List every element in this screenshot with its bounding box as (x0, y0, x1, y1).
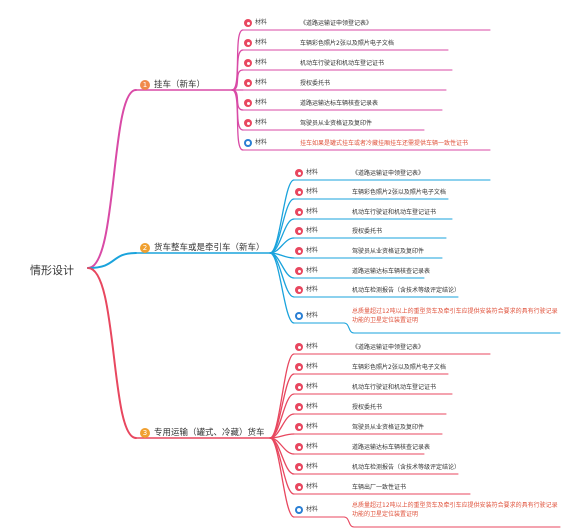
material-tag: 材料 (306, 312, 319, 319)
material-item[interactable]: 机动车行驶证和机动车登记证书 (300, 60, 385, 67)
material-item[interactable]: 道路运输达标车辆核查记录表 (352, 444, 431, 451)
material-tag: 材料 (255, 39, 268, 46)
material-icon (295, 188, 303, 196)
material-icon (295, 483, 303, 491)
material-tag: 材料 (255, 59, 268, 66)
material-item[interactable]: 车辆彩色照片2张以及照片电子文档 (352, 189, 446, 196)
text-underline (343, 516, 561, 528)
leaf-connector (231, 89, 244, 151)
material-icon (244, 99, 252, 107)
material-tag: 材料 (306, 267, 319, 274)
material-item[interactable]: 驾驶员从业资格证及复印件 (352, 248, 425, 255)
branch-3[interactable]: 3 专用运输（罐式、冷藏）货车 (140, 426, 265, 438)
material-icon (295, 383, 303, 391)
material-item[interactable]: 《道路运输证申领登记表》 (300, 20, 373, 27)
material-item[interactable]: 车辆彩色照片2张以及照片电子文档 (352, 364, 446, 371)
leaf-connector (269, 252, 295, 324)
material-icon (244, 79, 252, 87)
material-tag: 材料 (306, 208, 319, 215)
branch-number-icon: 2 (140, 242, 150, 253)
material-icon (295, 169, 303, 177)
leaf-connector (269, 179, 295, 254)
material-icon (244, 59, 252, 67)
material-tag: 材料 (306, 188, 319, 195)
root-node[interactable]: 情形设计 (30, 264, 74, 277)
material-tag: 材料 (255, 19, 268, 26)
text-underline (343, 322, 561, 334)
material-item[interactable]: 机动车检测报告（含技术等级评定结论） (352, 464, 461, 471)
material-item[interactable]: 授权委托书 (352, 404, 383, 411)
material-icon (295, 363, 303, 371)
branch-connector-1 (87, 89, 137, 269)
material-item[interactable]: 机动车行驶证和机动车登记证书 (352, 384, 437, 391)
material-icon (295, 463, 303, 471)
material-item[interactable]: 道路运输达标车辆核查记录表 (352, 268, 431, 275)
leaf-connector (269, 373, 295, 439)
material-tag: 材料 (306, 383, 319, 390)
material-icon (295, 343, 303, 351)
material-item[interactable]: 驾驶员从业资格证及复印件 (352, 424, 425, 431)
info-icon (295, 506, 303, 514)
note-text[interactable]: 总质量超过12吨以上的重型货车及牵引车应提供安装符合要求的具有行驶记录功能的卫星… (352, 308, 558, 324)
leaf-connector (269, 437, 295, 518)
material-item[interactable]: 机动车行驶证和机动车登记证书 (352, 209, 437, 216)
material-tag: 材料 (306, 443, 319, 450)
material-icon (295, 267, 303, 275)
material-tag: 材料 (306, 343, 319, 350)
material-item[interactable]: 驾驶员从业资格证及复印件 (300, 120, 373, 127)
material-icon (295, 247, 303, 255)
material-item[interactable]: 《道路运输证申领登记表》 (352, 344, 425, 351)
material-tag: 材料 (306, 483, 319, 490)
branch-1[interactable]: 1 挂车（新车） (140, 78, 205, 90)
material-icon (295, 208, 303, 216)
material-tag: 材料 (306, 423, 319, 430)
info-icon (295, 312, 303, 320)
note-text[interactable]: 总质量超过12吨以上的重型货车及牵引车应提供安装符合要求的具有行驶记录功能的卫星… (352, 502, 558, 518)
material-tag: 材料 (306, 363, 319, 370)
branch-number-icon: 1 (140, 79, 150, 90)
material-item[interactable]: 车辆出厂一致性证书 (352, 484, 407, 491)
material-tag: 材料 (306, 286, 319, 293)
branch-label: 挂车（新车） (154, 80, 206, 90)
branch-connector-2 (87, 252, 137, 269)
material-tag: 材料 (306, 463, 319, 470)
material-icon (295, 227, 303, 235)
material-item[interactable]: 授权委托书 (300, 80, 331, 87)
material-item[interactable]: 车辆彩色照片2张以及照片电子文档 (300, 40, 394, 47)
branch-2[interactable]: 2 货车整车或是牵引车（新车） (140, 241, 265, 253)
info-icon (244, 139, 252, 147)
branch-label: 专用运输（罐式、冷藏）货车 (154, 428, 265, 438)
material-tag: 材料 (255, 139, 268, 146)
material-item[interactable]: 机动车检测报告（含技术等级评定结论） (352, 287, 461, 294)
material-icon (295, 403, 303, 411)
material-icon (244, 39, 252, 47)
branch-number-icon: 3 (140, 427, 150, 438)
leaf-connector (269, 393, 295, 439)
material-icon (295, 286, 303, 294)
material-tag: 材料 (306, 227, 319, 234)
material-icon (295, 423, 303, 431)
material-tag: 材料 (255, 79, 268, 86)
material-icon (244, 119, 252, 127)
material-tag: 材料 (255, 119, 268, 126)
material-item[interactable]: 道路运输达标车辆核查记录表 (300, 100, 379, 107)
material-tag: 材料 (306, 169, 319, 176)
material-item[interactable]: 《道路运输证申领登记表》 (352, 170, 425, 177)
material-icon (244, 19, 252, 27)
note-text[interactable]: 挂车如果是罐式挂车或者冷藏挂厢挂车还需提供车辆一致性证书 (300, 140, 469, 147)
leaf-connector (231, 49, 244, 91)
material-tag: 材料 (255, 99, 268, 106)
material-icon (295, 443, 303, 451)
branch-label: 货车整车或是牵引车（新车） (154, 243, 265, 253)
material-tag: 材料 (306, 403, 319, 410)
material-tag: 材料 (306, 506, 319, 513)
branch-connector-3 (87, 267, 137, 439)
material-tag: 材料 (306, 247, 319, 254)
material-item[interactable]: 授权委托书 (352, 228, 383, 235)
